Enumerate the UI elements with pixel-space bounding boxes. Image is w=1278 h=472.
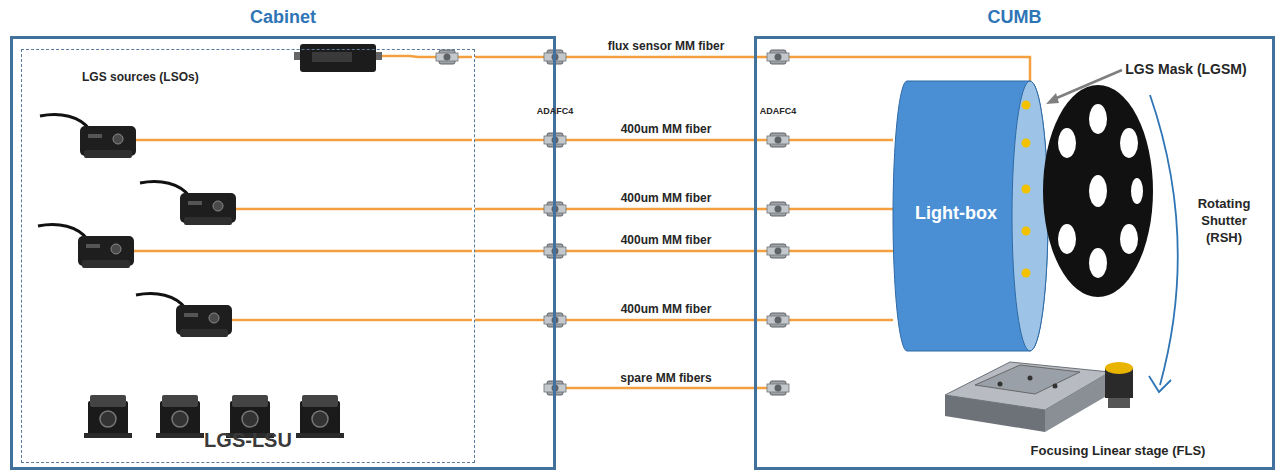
node-title: LGS-LSU	[22, 429, 474, 452]
fiber-line	[134, 56, 778, 388]
source-icon	[136, 294, 232, 337]
fiber-connector	[475, 320, 893, 321]
fiber-adapter	[767, 202, 789, 216]
fiber-label: 400um MM fiber	[621, 302, 712, 316]
source-icon	[40, 115, 136, 158]
part-label: Rotating Shutter (RSH)	[1190, 196, 1258, 247]
part-label: LGS Mask (LGSM)	[1125, 60, 1246, 78]
part-label: spare MM fibers	[620, 371, 711, 387]
node-title: Cabinet	[13, 7, 553, 28]
node-title: Light-box	[901, 203, 1011, 224]
fiber-adapter	[767, 50, 789, 64]
source-icon	[38, 225, 134, 268]
fiber-label: 400um MM fiber	[621, 122, 712, 136]
fiber-connector	[475, 140, 893, 141]
leader-head	[1046, 93, 1059, 104]
fiber-label: flux sensor MM fiber	[608, 39, 725, 53]
part-label: ADAFC4	[760, 106, 797, 118]
cumb-panel: CUMBLight-box	[754, 36, 1275, 470]
source-icon	[156, 395, 204, 438]
source-icon	[140, 182, 236, 225]
fiber-adapter	[767, 381, 789, 395]
linear-stage	[945, 362, 1133, 432]
node-title: CUMB	[757, 7, 1272, 28]
fiber-adapter	[767, 313, 789, 327]
fiber-adapter	[767, 133, 789, 147]
source-icon	[296, 395, 344, 438]
source-icon	[84, 395, 132, 438]
fiber-connector	[475, 209, 893, 210]
fiber-adapter	[436, 50, 458, 64]
part-label: LGS sources (LSOs)	[82, 70, 199, 86]
fiber-connector	[475, 251, 893, 252]
lsu-group: LGS-LSU	[21, 49, 475, 463]
fiber-adapter	[767, 244, 789, 258]
rotation-arrow	[1150, 95, 1178, 385]
cabinet-panel: CabinetLGS-LSU	[10, 36, 556, 470]
rotation-arrow-head	[1149, 376, 1171, 392]
part-label: ADAFC4	[537, 106, 574, 118]
fiber-label: 400um MM fiber	[621, 191, 712, 205]
fiber-label: 400um MM fiber	[621, 233, 712, 247]
part-label: Focusing Linear stage (FLS)	[1031, 443, 1206, 460]
light-box: Light-box	[893, 81, 1048, 351]
